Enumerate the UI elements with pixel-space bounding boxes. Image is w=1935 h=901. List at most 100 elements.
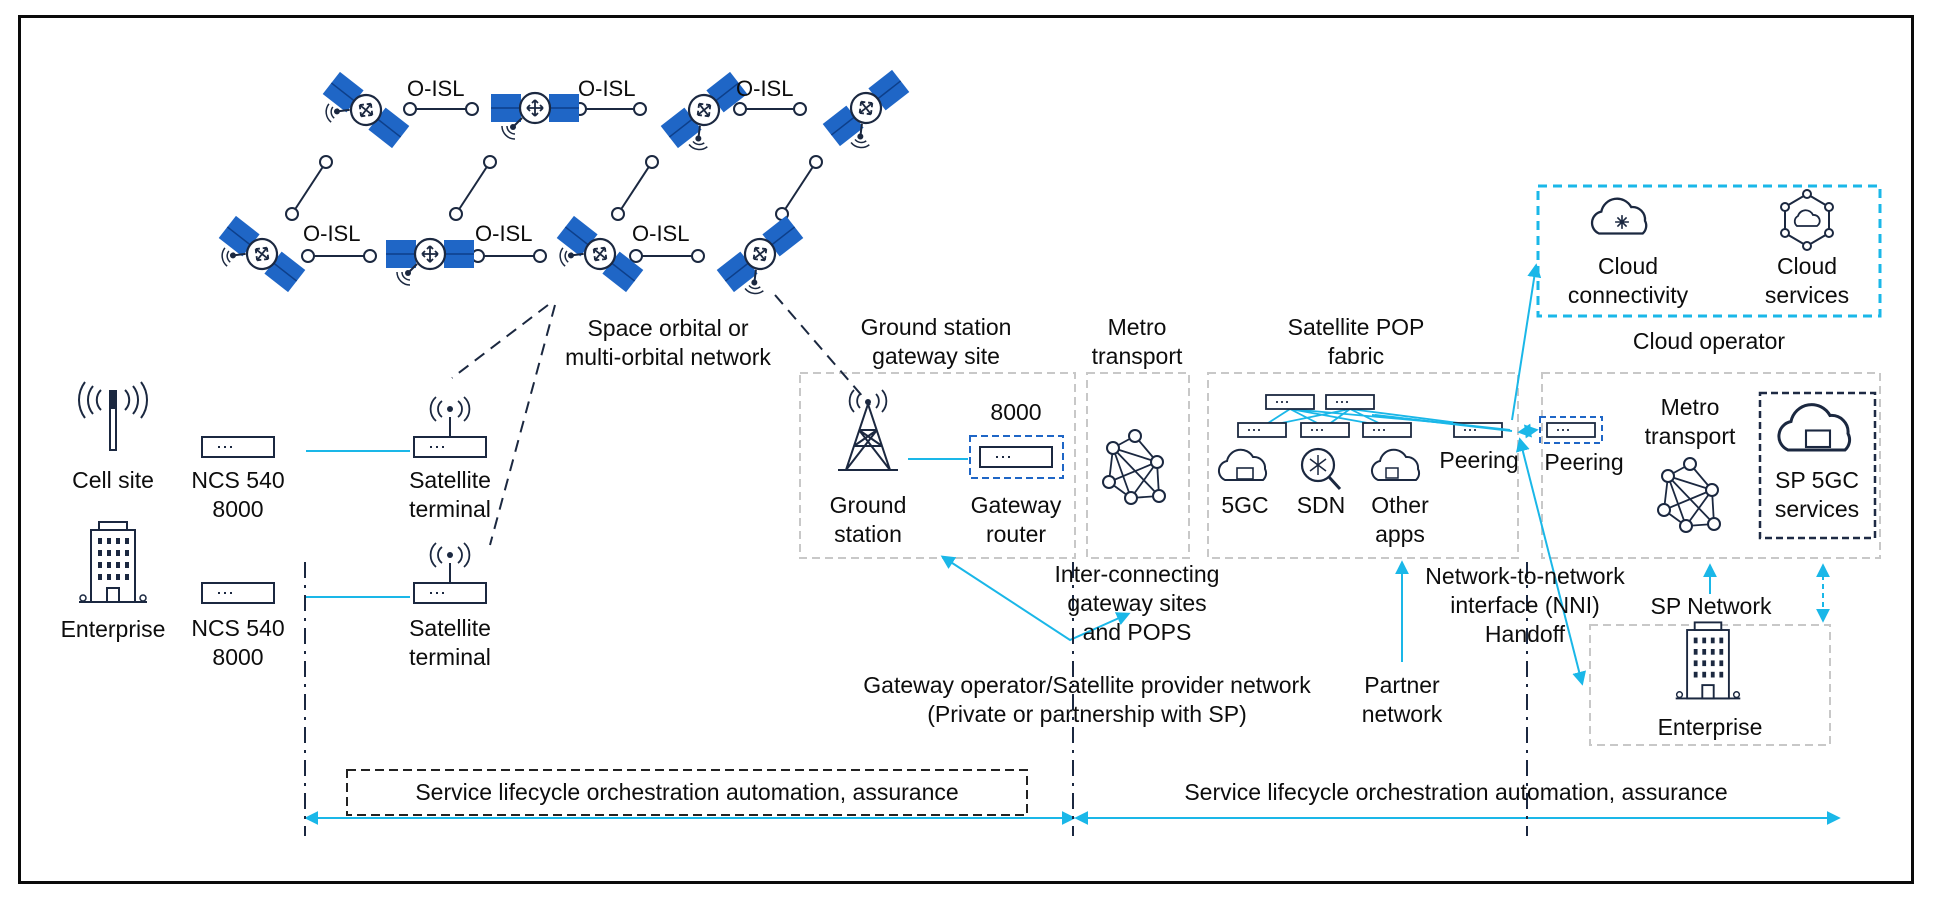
cloud-services-label: Cloud services — [1765, 252, 1849, 310]
label-line: SP 5GC — [1775, 467, 1859, 493]
ncs-model: 8000 — [212, 496, 264, 522]
mesh-network-icon — [1657, 457, 1721, 533]
label-line: services — [1774, 496, 1860, 522]
isl-label: O-ISL — [632, 221, 690, 246]
terminal-label-line: terminal — [409, 496, 491, 522]
isl-label: O-ISL — [475, 221, 533, 246]
satellite-icon — [384, 237, 476, 287]
satellite-icon — [311, 69, 412, 163]
sp-peering-box — [1539, 416, 1603, 444]
ground-station-box — [799, 372, 1076, 559]
ground-station-title: Ground station gateway site — [861, 313, 1012, 371]
label-line: Partner — [1364, 672, 1440, 698]
enterprise-label: Enterprise — [60, 616, 166, 642]
router-icon — [201, 582, 275, 604]
label-line: Handoff — [1484, 621, 1566, 647]
app-sdn-label: SDN — [1296, 492, 1346, 518]
app-5gc-label: 5GC — [1221, 492, 1269, 518]
cell-site-label: Cell site — [72, 467, 154, 493]
label-line: apps — [1375, 521, 1425, 547]
cloud-operator-box — [1536, 184, 1882, 318]
cloud-operator-label: Cloud operator — [1632, 328, 1786, 354]
sp-peering-label: Peering — [1544, 449, 1624, 475]
router-icon — [979, 446, 1053, 468]
space-label-line: Space orbital or — [587, 315, 749, 341]
label-line: transport — [1644, 423, 1736, 449]
cell-tower-icon — [78, 381, 148, 451]
magnifier-icon — [1300, 447, 1342, 491]
label-line: interface (NNI) — [1450, 592, 1600, 618]
title-line: Satellite POP — [1287, 314, 1425, 340]
router-icon — [201, 436, 275, 458]
terminal-icon — [413, 542, 487, 604]
title-line: Ground station — [860, 314, 1012, 340]
label-line: Cloud — [1776, 253, 1838, 279]
label-line: Gateway operator/Satellite provider netw… — [863, 672, 1311, 698]
interconnect-label: Inter-connecting gateway sites and POPS — [1055, 560, 1220, 647]
gateway-router-label: Gateway router — [971, 491, 1062, 549]
router-icon — [1546, 422, 1596, 438]
label-line: Gateway — [970, 492, 1062, 518]
label-line: Ground — [829, 492, 907, 518]
terminal-icon — [413, 396, 487, 458]
partner-network-label: Partner network — [1362, 671, 1443, 729]
sp-enterprise-label: Enterprise — [1657, 714, 1763, 740]
building-icon — [1674, 621, 1742, 700]
title-line: Metro — [1107, 314, 1167, 340]
isl-label: O-ISL — [736, 76, 794, 101]
satellite-icon — [207, 213, 308, 307]
ground-station-label: Ground station — [830, 491, 907, 549]
satellite-icon — [820, 67, 921, 161]
label-line: network — [1361, 701, 1443, 727]
terminal-label-line: terminal — [409, 644, 491, 670]
ncs-model: 8000 — [212, 644, 264, 670]
label-line: gateway sites — [1067, 590, 1207, 616]
cloud-icon — [1777, 403, 1852, 452]
title-line: fabric — [1327, 343, 1385, 369]
other-apps-label: Other apps — [1371, 491, 1429, 549]
gateway-operator-label: Gateway operator/Satellite provider netw… — [863, 671, 1310, 729]
satellite-icon — [489, 91, 581, 141]
isl-label: O-ISL — [303, 221, 361, 246]
isl-label: O-ISL — [578, 76, 636, 101]
cloud-connectivity-label: Cloud connectivity — [1568, 252, 1688, 310]
title-line: transport — [1091, 343, 1183, 369]
lifecycle-left-label: Service lifecycle orchestration automati… — [415, 779, 959, 805]
satellite-icon — [714, 213, 815, 307]
space-network-label: Space orbital or multi-orbital network — [565, 314, 771, 372]
label-line: Network-to-network — [1425, 563, 1625, 589]
label-line: and POPS — [1082, 619, 1192, 645]
label-line: Inter-connecting — [1054, 561, 1220, 587]
diagram-frame — [18, 15, 1914, 884]
terminal-bottom-label: Satellite terminal — [409, 614, 491, 672]
connection-arrows — [304, 263, 1841, 825]
nni-label: Network-to-network interface (NNI) Hando… — [1425, 562, 1624, 649]
isl-links — [285, 102, 823, 263]
terminal-top-label: Satellite terminal — [409, 466, 491, 524]
lifecycle-right-label: Service lifecycle orchestration automati… — [1184, 779, 1728, 805]
label-line: Other — [1371, 492, 1429, 518]
sp-metro-label: Metro transport — [1645, 393, 1736, 451]
cloud-icon — [1780, 189, 1834, 251]
label-line: router — [985, 521, 1047, 547]
metro-transport-box — [1086, 372, 1190, 559]
gateway-router-box — [969, 435, 1064, 479]
boundary-lines — [304, 562, 1528, 836]
router-model-label: 8000 — [990, 399, 1042, 425]
pop-fabric-icon — [1237, 394, 1503, 438]
cloud-icon — [1370, 448, 1421, 481]
pop-peering-label: Peering — [1439, 447, 1519, 473]
label-line: Metro — [1660, 394, 1720, 420]
ncs-model: NCS 540 — [191, 467, 285, 493]
sp-5gc-box — [1758, 391, 1877, 540]
cloud-icon — [1217, 448, 1268, 481]
label-line: services — [1764, 282, 1850, 308]
terminal-label-line: Satellite — [409, 615, 491, 641]
building-icon — [78, 521, 148, 603]
satellite-icon — [545, 213, 646, 307]
title-line: gateway site — [872, 343, 1000, 369]
sp-network-label: SP Network — [1650, 593, 1772, 619]
metro-transport-title: Metro transport — [1092, 313, 1183, 371]
label-line: (Private or partnership with SP) — [927, 701, 1247, 727]
